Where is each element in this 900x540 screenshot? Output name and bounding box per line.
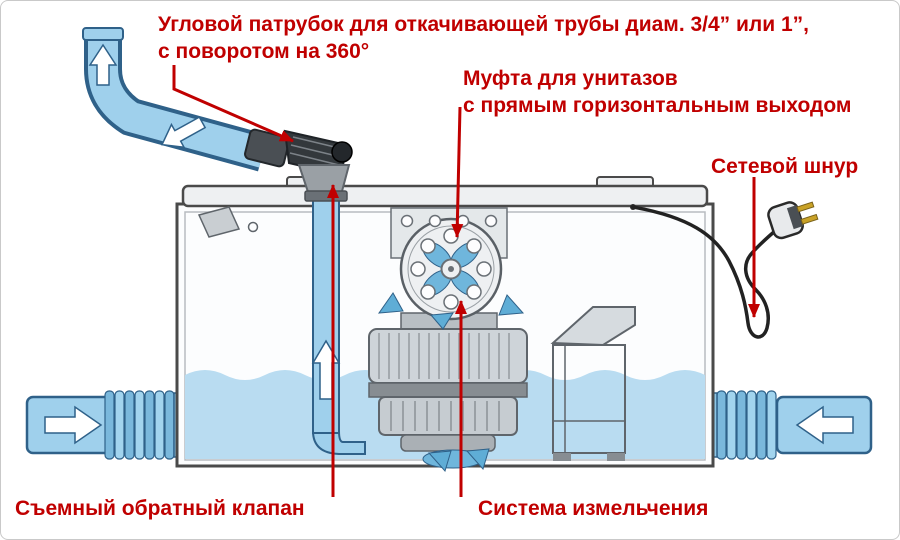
power-cord xyxy=(630,201,819,339)
label-grinding-system: Система измельчения xyxy=(478,497,709,520)
pointer-toilet-coupling xyxy=(451,106,464,238)
mounting-bracket xyxy=(197,206,259,238)
outlet-elbow-connector xyxy=(244,128,353,202)
label-toilet-coupling-line2: с прямым горизонтальным выходом xyxy=(463,94,852,117)
discharge-pipe xyxy=(82,27,268,172)
label-outlet-elbow-line1: Угловой патрубок для откачивающей трубы … xyxy=(158,13,810,36)
label-power-cord: Сетевой шнур xyxy=(711,155,859,178)
flow-arrow-left-icon xyxy=(160,116,207,149)
motor-assembly xyxy=(368,312,528,473)
left-inlet-pipe xyxy=(25,390,185,460)
right-inlet-pipe xyxy=(706,390,873,460)
label-outlet-elbow: Угловой патрубок для откачивающей трубы … xyxy=(158,11,809,65)
power-plug xyxy=(767,201,819,240)
tank-lid xyxy=(181,176,709,208)
flow-arrow-right-icon xyxy=(44,405,103,445)
flow-arrow-up-icon xyxy=(88,43,118,86)
label-toilet-coupling: Муфта для унитазов с прямым горизонтальн… xyxy=(463,65,851,119)
annotation-lines xyxy=(172,65,760,497)
label-check-valve: Съемный обратный клапан xyxy=(15,497,305,520)
flow-arrow-left-icon xyxy=(795,405,854,445)
outlet-duct xyxy=(550,306,636,461)
label-toilet-coupling-line1: Муфта для унитазов xyxy=(463,67,678,90)
pointer-outlet-elbow xyxy=(172,65,294,143)
label-outlet-elbow-line2: с поворотом на 360° xyxy=(158,40,370,63)
grinder-disc xyxy=(377,207,525,330)
